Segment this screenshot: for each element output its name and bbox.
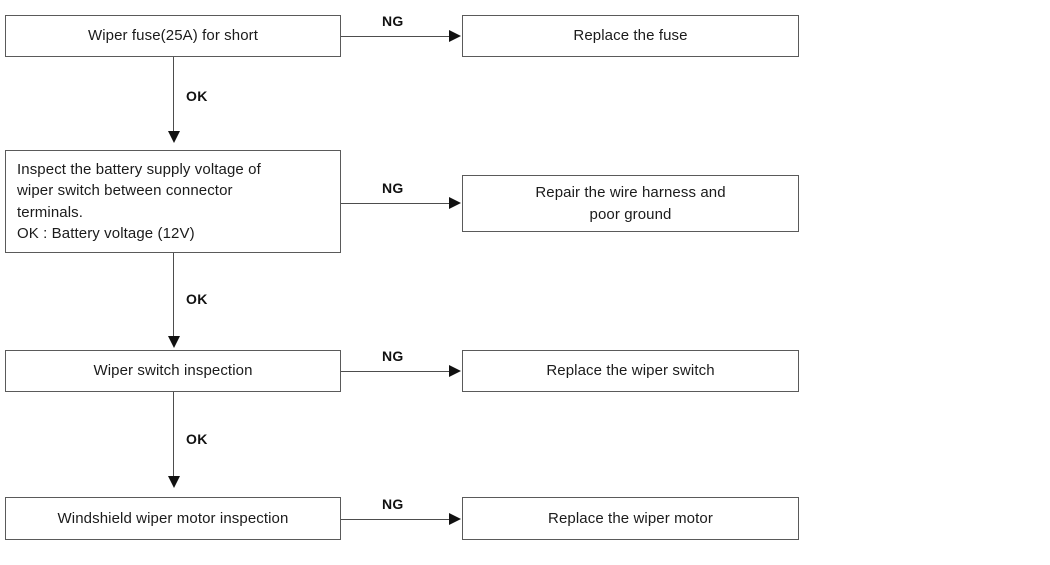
arrowhead-ng-1: [449, 30, 461, 42]
result-node-step-2-label: Repair the wire harness and poor ground: [535, 184, 726, 223]
edge-label-ng-1: NG: [382, 13, 404, 29]
result-node-step-4-label: Replace the wiper motor: [548, 509, 713, 527]
connector-ok-3: [173, 392, 174, 478]
connector-ng-2: [341, 203, 451, 204]
edge-label-ng-3: NG: [382, 348, 404, 364]
result-node-step-3[interactable]: Replace the wiper switch: [462, 350, 799, 392]
arrowhead-ok-2: [168, 336, 180, 348]
edge-label-ok-3: OK: [186, 431, 208, 447]
arrowhead-ok-3: [168, 476, 180, 488]
check-node-step-2[interactable]: Inspect the battery supply voltage of wi…: [5, 150, 341, 253]
edge-label-ng-2: NG: [382, 180, 404, 196]
connector-ng-1: [341, 36, 451, 37]
arrowhead-ng-4: [449, 513, 461, 525]
edge-label-ng-4: NG: [382, 496, 404, 512]
connector-ng-3: [341, 371, 451, 372]
connector-ng-4: [341, 519, 451, 520]
result-node-step-4[interactable]: Replace the wiper motor: [462, 497, 799, 540]
connector-ok-1: [173, 57, 174, 133]
arrowhead-ok-1: [168, 131, 180, 143]
check-node-step-4-label: Windshield wiper motor inspection: [57, 509, 289, 527]
check-node-step-4[interactable]: Windshield wiper motor inspection: [5, 497, 341, 540]
check-node-step-3[interactable]: Wiper switch inspection: [5, 350, 341, 392]
arrowhead-ng-3: [449, 365, 461, 377]
result-node-step-3-label: Replace the wiper switch: [546, 362, 715, 380]
check-node-step-1[interactable]: Wiper fuse(25A) for short: [5, 15, 341, 57]
result-node-step-2[interactable]: Repair the wire harness and poor ground: [462, 175, 799, 232]
result-node-step-1-label: Replace the fuse: [573, 27, 688, 45]
edge-label-ok-1: OK: [186, 88, 208, 104]
result-node-step-1[interactable]: Replace the fuse: [462, 15, 799, 57]
arrowhead-ng-2: [449, 197, 461, 209]
edge-label-ok-2: OK: [186, 291, 208, 307]
check-node-step-3-label: Wiper switch inspection: [93, 362, 253, 380]
check-node-step-1-label: Wiper fuse(25A) for short: [87, 27, 259, 45]
connector-ok-2: [173, 253, 174, 338]
check-node-step-2-label: Inspect the battery supply voltage of wi…: [17, 160, 261, 242]
